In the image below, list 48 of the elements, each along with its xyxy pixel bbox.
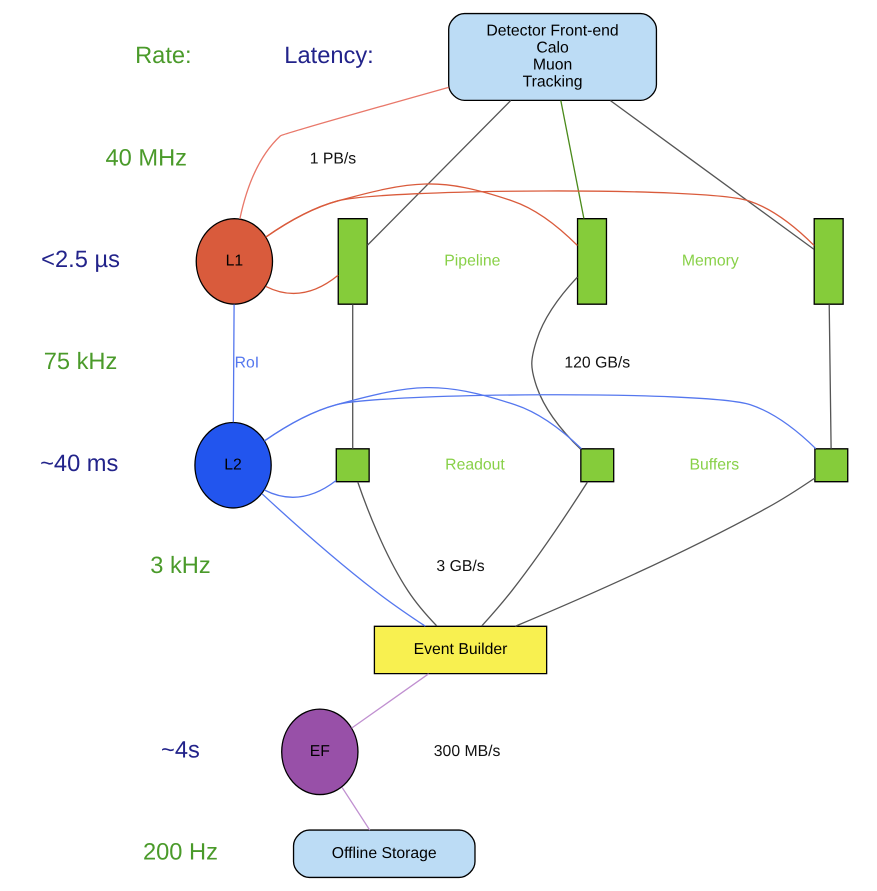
connector	[610, 100, 814, 250]
node-label: ~4s	[161, 738, 200, 764]
label: 1 PB/s	[310, 150, 356, 168]
connector	[531, 276, 582, 450]
label: Readout	[445, 456, 505, 474]
connector	[266, 274, 339, 294]
connector	[560, 100, 585, 219]
connector	[264, 480, 337, 498]
node-box	[336, 448, 370, 482]
node-label: <2.5 µs	[41, 247, 120, 274]
label: 75 kHz	[44, 349, 118, 376]
connector	[232, 304, 235, 422]
label: Buffers	[689, 456, 740, 474]
connector	[239, 86, 449, 220]
node-ellipse: L1	[196, 218, 274, 305]
label: 120 GB/s	[564, 354, 630, 372]
connector	[262, 493, 426, 627]
node-bar	[814, 218, 844, 305]
node-box	[580, 448, 614, 482]
label: Memory	[682, 252, 739, 270]
connector	[351, 673, 429, 729]
label: Pipeline	[444, 252, 500, 270]
connector	[481, 482, 588, 627]
connector	[265, 190, 815, 246]
connector	[341, 786, 370, 830]
node-ellipse: EF	[281, 708, 359, 796]
node-box: Event Builder	[374, 626, 548, 674]
connector	[366, 100, 512, 246]
node-label: ~40 ms	[40, 451, 118, 478]
connector	[515, 478, 816, 627]
node-bar	[576, 218, 608, 305]
label: 40 MHz	[106, 145, 188, 172]
connector	[828, 304, 832, 449]
label: 3 kHz	[150, 552, 211, 579]
connector	[357, 482, 438, 626]
label: 3 GB/s	[436, 558, 485, 576]
label: Latency:	[284, 42, 374, 69]
node-bar	[338, 218, 368, 305]
node-box: Detector Front-end Calo Muon Tracking	[448, 12, 658, 102]
edge-label: RoI	[234, 354, 260, 372]
node-ellipse: L2	[194, 422, 272, 509]
label: 200 Hz	[142, 840, 218, 866]
connector	[264, 394, 816, 450]
connector	[352, 304, 354, 449]
label: 300 MB/s	[434, 742, 500, 760]
label: Rate:	[135, 42, 192, 69]
node-box	[814, 448, 848, 482]
node-box: Offline Storage	[292, 829, 476, 878]
